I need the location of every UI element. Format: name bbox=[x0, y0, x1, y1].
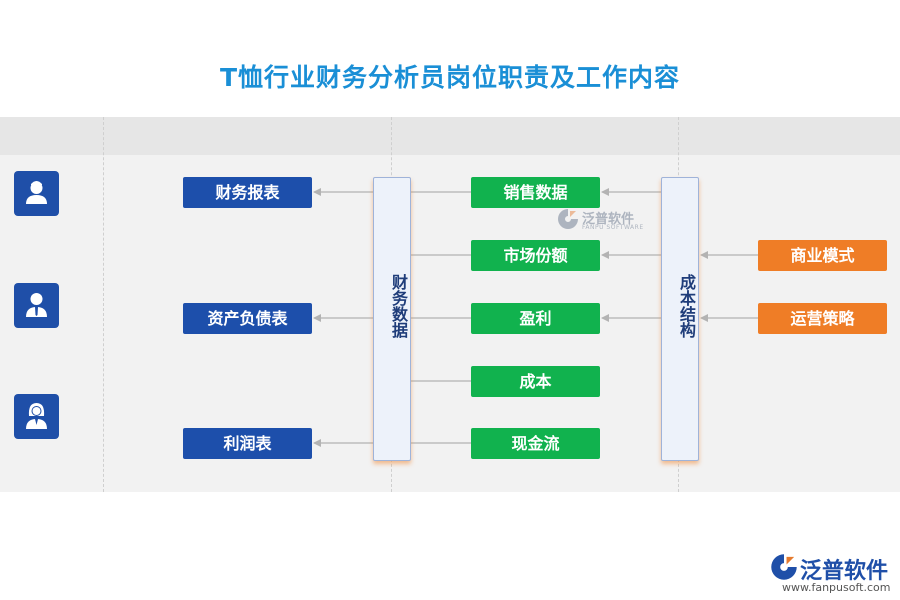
fanpu-logo-icon bbox=[558, 209, 578, 229]
businesswoman-icon bbox=[14, 394, 59, 439]
watermark-subtext: FANPU SOFTWARE bbox=[582, 224, 644, 231]
cost-structure-label: 成本结构 bbox=[677, 274, 696, 338]
data-item-market-share: 市场份额 bbox=[471, 240, 600, 271]
financial-data-label: 财务数据 bbox=[389, 274, 408, 338]
logo-text: 泛普软件 bbox=[800, 559, 889, 584]
output-income-statement: 利润表 bbox=[183, 428, 312, 459]
person-icon bbox=[14, 171, 59, 216]
driver-operation-strategy: 运营策略 bbox=[758, 303, 887, 334]
businessman-icon bbox=[14, 283, 59, 328]
financial-data-box: 财务数据 bbox=[373, 177, 411, 461]
data-item-profit: 盈利 bbox=[471, 303, 600, 334]
content-band bbox=[0, 155, 900, 492]
header-band bbox=[0, 117, 900, 155]
data-item-sales: 销售数据 bbox=[471, 177, 600, 208]
output-balance-sheet: 资产负债表 bbox=[183, 303, 312, 334]
watermark-text: 泛普软件 bbox=[582, 212, 635, 227]
fanpu-logo-icon bbox=[771, 554, 797, 580]
driver-business-model: 商业模式 bbox=[758, 240, 887, 271]
company-logo: 泛普软件 www.fanpusoft.com bbox=[770, 553, 890, 594]
data-item-cash-flow: 现金流 bbox=[471, 428, 600, 459]
watermark: 泛普软件 FANPU SOFTWARE bbox=[557, 208, 643, 234]
output-financial-statement: 财务报表 bbox=[183, 177, 312, 208]
logo-url: www.fanpusoft.com bbox=[782, 581, 891, 594]
page-title: T恤行业财务分析员岗位职责及工作内容 bbox=[219, 63, 681, 92]
cost-structure-box: 成本结构 bbox=[661, 177, 699, 461]
data-item-cost: 成本 bbox=[471, 366, 600, 397]
column-divider bbox=[103, 117, 104, 492]
